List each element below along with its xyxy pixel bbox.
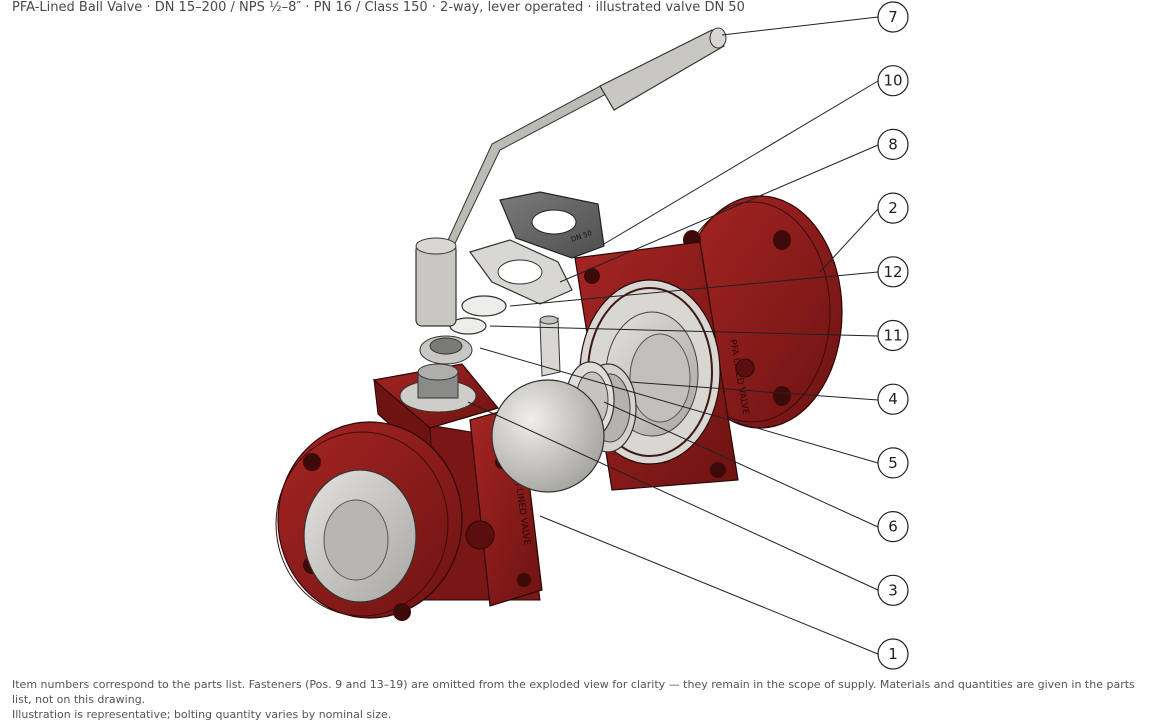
- callout-11: 11: [877, 319, 909, 352]
- callout-circle: [877, 319, 909, 352]
- footnote-line-2: Illustration is representative; bolting …: [12, 708, 392, 721]
- callout-circle: [877, 574, 909, 606]
- callout-1: 1: [877, 638, 909, 670]
- callout-circle: [877, 447, 909, 479]
- callout-number: 12: [883, 263, 902, 281]
- callout-circle: [877, 192, 909, 224]
- callout-number: 10: [883, 72, 902, 90]
- gasket-plate: [469, 239, 573, 305]
- callout-8: 8: [877, 128, 909, 160]
- callout-circle: [877, 638, 909, 670]
- callout-number: 5: [888, 454, 898, 472]
- mounting-plate: DN 50: [499, 191, 605, 259]
- callout-number: 1: [888, 645, 898, 663]
- callout-circle: [877, 128, 909, 160]
- callout-circle: [877, 383, 909, 415]
- callout-number: 8: [888, 135, 898, 153]
- callout-4: 4: [877, 383, 909, 415]
- callout-number: 7: [888, 8, 898, 26]
- callout-number: 3: [888, 581, 898, 599]
- callout-5: 5: [877, 447, 909, 479]
- footnote: Item numbers correspond to the parts lis…: [12, 677, 1147, 722]
- footnote-line-1: Item numbers correspond to the parts lis…: [12, 678, 1135, 706]
- callout-circle: [877, 256, 909, 288]
- callout-number: 6: [888, 518, 898, 536]
- callout-circle: [877, 65, 909, 97]
- callout-circle: [877, 510, 909, 543]
- callout-number: 4: [888, 390, 898, 408]
- callout-10: 10: [877, 65, 909, 97]
- stem-packing: [399, 295, 507, 413]
- callout-6: 6: [877, 510, 909, 543]
- logo-mark-icon: [465, 520, 495, 550]
- callout-number: 11: [883, 327, 902, 345]
- logo-mark-icon: [735, 358, 755, 378]
- drawing-title: PFA-Lined Ball Valve · DN 15–200 / NPS ½…: [12, 0, 745, 15]
- callout-number: 2: [888, 199, 898, 217]
- ball-and-stem: [491, 315, 605, 493]
- lever-handle: [415, 27, 727, 327]
- callout-7: 7: [877, 1, 909, 33]
- callout-12: 12: [877, 256, 909, 288]
- leader-lines: [467, 16, 879, 655]
- callout-3: 3: [877, 574, 909, 606]
- callout-circle: [877, 1, 909, 33]
- callout-group: 7 10 8 2 12 11 4 5 6 3 1: [877, 1, 909, 670]
- callout-2: 2: [877, 192, 909, 224]
